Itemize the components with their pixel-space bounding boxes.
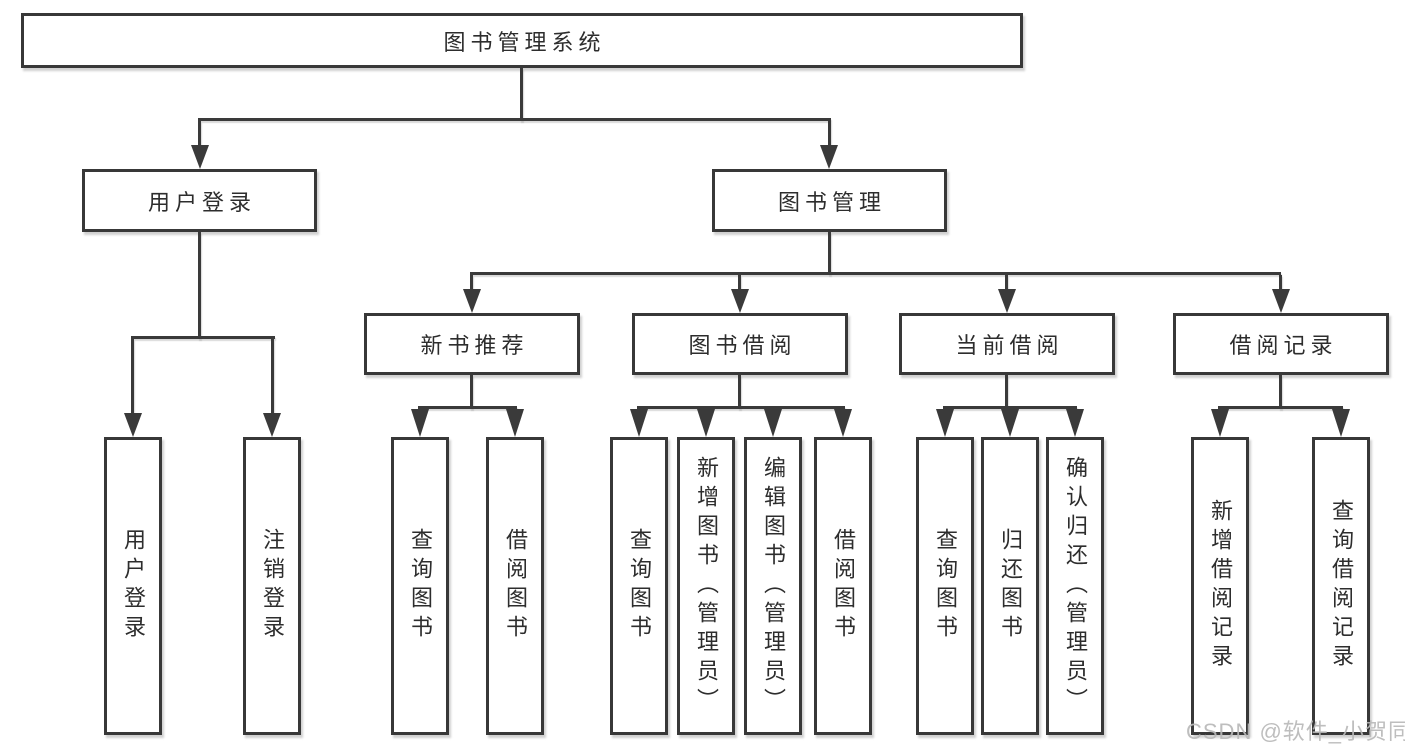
arrowhead-down-icon: [998, 289, 1016, 313]
arrowhead-down-icon: [1272, 289, 1290, 313]
leaf-edit-books-admin: 编辑图书（管理员）: [744, 437, 802, 735]
arrowhead-down-icon: [697, 409, 715, 437]
leaf-query-borrow-record: 查询借阅记录: [1312, 437, 1370, 735]
connector-line-vertical: [1005, 275, 1008, 291]
csdn-watermark: CSDN @软件_小贺同学: [1186, 719, 1405, 744]
connector-line-vertical: [738, 375, 741, 409]
arrowhead-down-icon: [1001, 409, 1019, 437]
connector-line-vertical: [1279, 375, 1282, 409]
arrowhead-down-icon: [411, 409, 429, 437]
connector-line-vertical: [198, 121, 201, 148]
leaf-query-books-borrow: 查询图书: [610, 437, 668, 735]
connector-line-horizontal: [1218, 406, 1343, 409]
connector-line-horizontal: [470, 272, 1281, 275]
connector-line-horizontal: [418, 406, 517, 409]
connector-line-horizontal: [198, 118, 831, 121]
connector-line-vertical: [520, 68, 523, 121]
arrowhead-down-icon: [1066, 409, 1084, 437]
node-book-borrow: 图书借阅: [632, 313, 848, 375]
leaf-add-books-admin: 新增图书（管理员）: [677, 437, 735, 735]
connector-line-horizontal: [131, 336, 275, 339]
leaf-logout: 注销登录: [243, 437, 301, 735]
connector-line-vertical: [470, 375, 473, 409]
node-new-book-recommend: 新书推荐: [364, 313, 580, 375]
node-root: 图书管理系统: [21, 13, 1023, 68]
node-user-login: 用户登录: [82, 169, 317, 232]
arrowhead-down-icon: [820, 145, 838, 169]
connector-line-vertical: [738, 275, 741, 291]
leaf-add-borrow-record: 新增借阅记录: [1191, 437, 1249, 735]
connector-line-vertical: [198, 232, 201, 339]
arrowhead-down-icon: [124, 413, 142, 437]
arrowhead-down-icon: [764, 409, 782, 437]
node-current-borrow: 当前借阅: [899, 313, 1115, 375]
arrowhead-down-icon: [263, 413, 281, 437]
leaf-return-books: 归还图书: [981, 437, 1039, 735]
leaf-borrow-books: 借阅图书: [814, 437, 872, 735]
arrowhead-down-icon: [191, 145, 209, 169]
arrowhead-down-icon: [731, 289, 749, 313]
connector-line-vertical: [470, 275, 473, 291]
connector-line-horizontal: [637, 406, 845, 409]
arrowhead-down-icon: [936, 409, 954, 437]
arrowhead-down-icon: [1211, 409, 1229, 437]
leaf-borrow-books-recommend: 借阅图书: [486, 437, 544, 735]
node-borrow-records: 借阅记录: [1173, 313, 1389, 375]
leaf-user-login: 用户登录: [104, 437, 162, 735]
arrowhead-down-icon: [506, 409, 524, 437]
arrowhead-down-icon: [630, 409, 648, 437]
connector-line-vertical: [828, 121, 831, 148]
leaf-query-books-current: 查询图书: [916, 437, 974, 735]
connector-line-vertical: [131, 339, 134, 415]
connector-line-vertical: [828, 232, 831, 275]
arrowhead-down-icon: [834, 409, 852, 437]
connector-line-vertical: [271, 339, 274, 415]
connector-line-vertical: [1279, 275, 1282, 291]
leaf-query-books-recommend: 查询图书: [391, 437, 449, 735]
leaf-confirm-return-admin: 确认归还（管理员）: [1046, 437, 1104, 735]
arrowhead-down-icon: [463, 289, 481, 313]
connector-line-vertical: [1005, 375, 1008, 409]
connector-line-horizontal: [943, 406, 1077, 409]
arrowhead-down-icon: [1332, 409, 1350, 437]
node-book-management: 图书管理: [712, 169, 947, 232]
